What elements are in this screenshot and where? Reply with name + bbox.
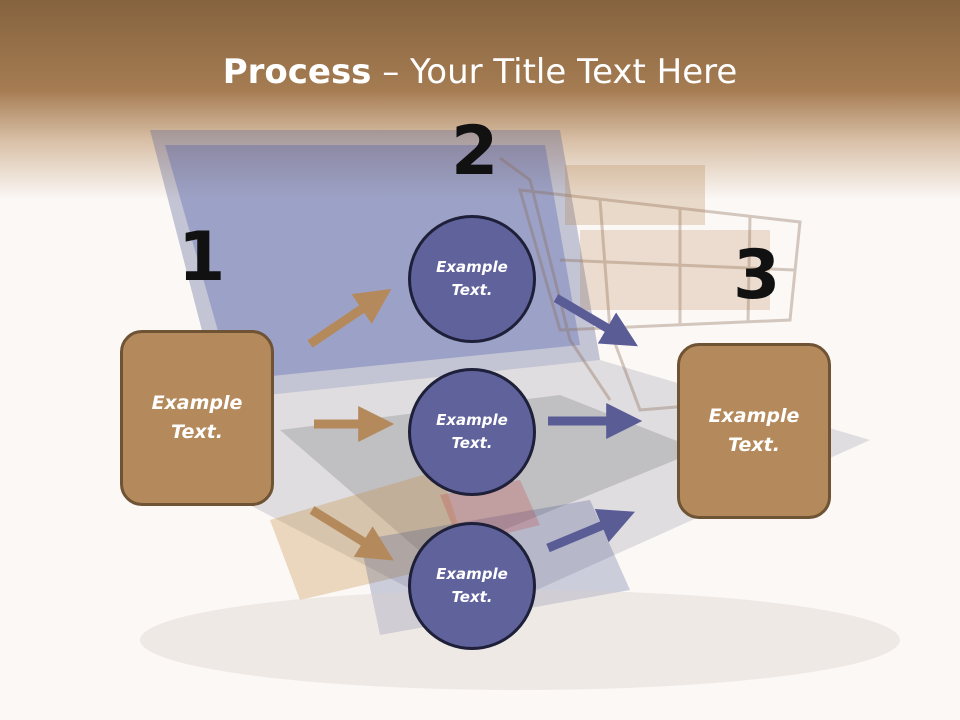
process-circle-bottom: Example Text.	[408, 522, 536, 650]
arrow-left-to-bottom	[309, 506, 394, 561]
step-number-2: 2	[451, 112, 499, 191]
step-number-1: 1	[178, 218, 226, 297]
arrow-top-to-right	[553, 294, 638, 347]
left-box-text: Example Text.	[151, 392, 243, 443]
process-circle-middle: Example Text.	[408, 368, 536, 496]
circle-bottom-text: Example Text.	[436, 565, 508, 606]
left-process-box: Example Text.	[120, 330, 274, 506]
slide-title: Process – Your Title Text Here	[0, 52, 960, 92]
step-number-3: 3	[733, 236, 781, 315]
process-circle-top: Example Text.	[408, 215, 536, 343]
right-box-text: Example Text.	[708, 405, 800, 456]
arrow-left-to-top	[307, 288, 392, 348]
title-bold: Process	[222, 52, 372, 92]
circle-middle-text: Example Text.	[436, 411, 508, 452]
right-process-box: Example Text.	[677, 343, 831, 519]
arrow-bottom-to-right	[546, 509, 635, 553]
circle-top-text: Example Text.	[436, 258, 508, 299]
header-band	[0, 0, 960, 200]
title-rest: – Your Title Text Here	[371, 52, 738, 92]
